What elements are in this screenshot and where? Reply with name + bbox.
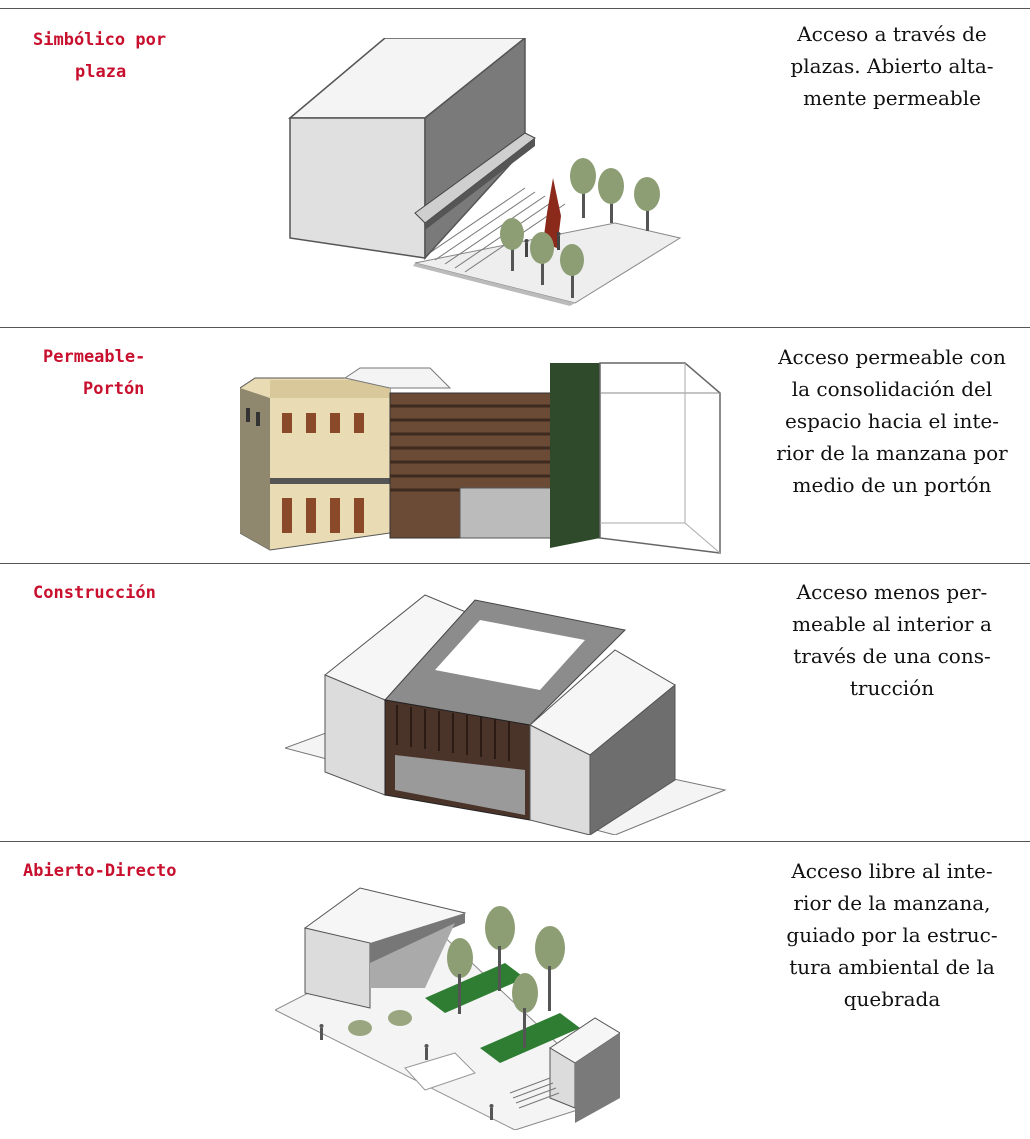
row-label-construccion: Construcción [33,577,233,609]
row-description-construccion: Acceso menos per- meable al interior a t… [762,576,1022,704]
row-description-simbolico: Acceso a través de plazas. Abierto alta-… [762,18,1022,114]
description-line: Acceso a través de [797,22,987,46]
description-line: Acceso menos per- [796,580,988,604]
description-line: Acceso permeable con [778,345,1006,369]
description-line: tura ambiental de la [789,955,995,979]
description-line: trucción [849,676,935,700]
description-line: espacio hacia el inte- [784,409,999,433]
description-line: rior de la manzana, [793,891,991,915]
description-line: plazas. Abierto alta- [790,54,994,78]
row-description-abierto: Acceso libre al inte- rior de la manzana… [762,855,1022,1015]
description-line: medio de un portón [792,473,992,497]
description-line: meable al interior a [792,612,992,636]
rule-3 [0,841,1030,842]
description-line: la consolidación del [791,377,993,401]
row-label-simbolico: Simbólico por plaza [33,24,233,88]
illustration-plaza [285,38,685,323]
row-label-line: Construcción [33,583,156,603]
row-label-line: plaza [75,62,127,82]
illustration-porton [240,358,730,558]
description-line: rior de la manzana por [776,441,1008,465]
illustration-abierto [275,868,620,1130]
row-label-permeable: Permeable- Portón [33,341,233,405]
description-line: Acceso libre al inte- [791,859,993,883]
rule-2 [0,563,1030,564]
illustration-construccion [285,590,735,835]
row-label-line: Permeable- [43,347,146,367]
row-label-abierto: Abierto-Directo [23,855,233,887]
description-line: mente permeable [803,86,981,110]
row-label-line: Simbólico por [33,30,167,50]
rule-1 [0,327,1030,328]
rule-top [0,8,1030,9]
description-line: quebrada [843,987,941,1011]
row-description-permeable: Acceso permeable con la consolidación de… [762,341,1022,501]
description-line: guiado por la estruc- [786,923,998,947]
row-label-line: Abierto-Directo [23,861,177,881]
description-line: través de una cons- [793,644,991,668]
row-label-line: Portón [83,379,145,399]
